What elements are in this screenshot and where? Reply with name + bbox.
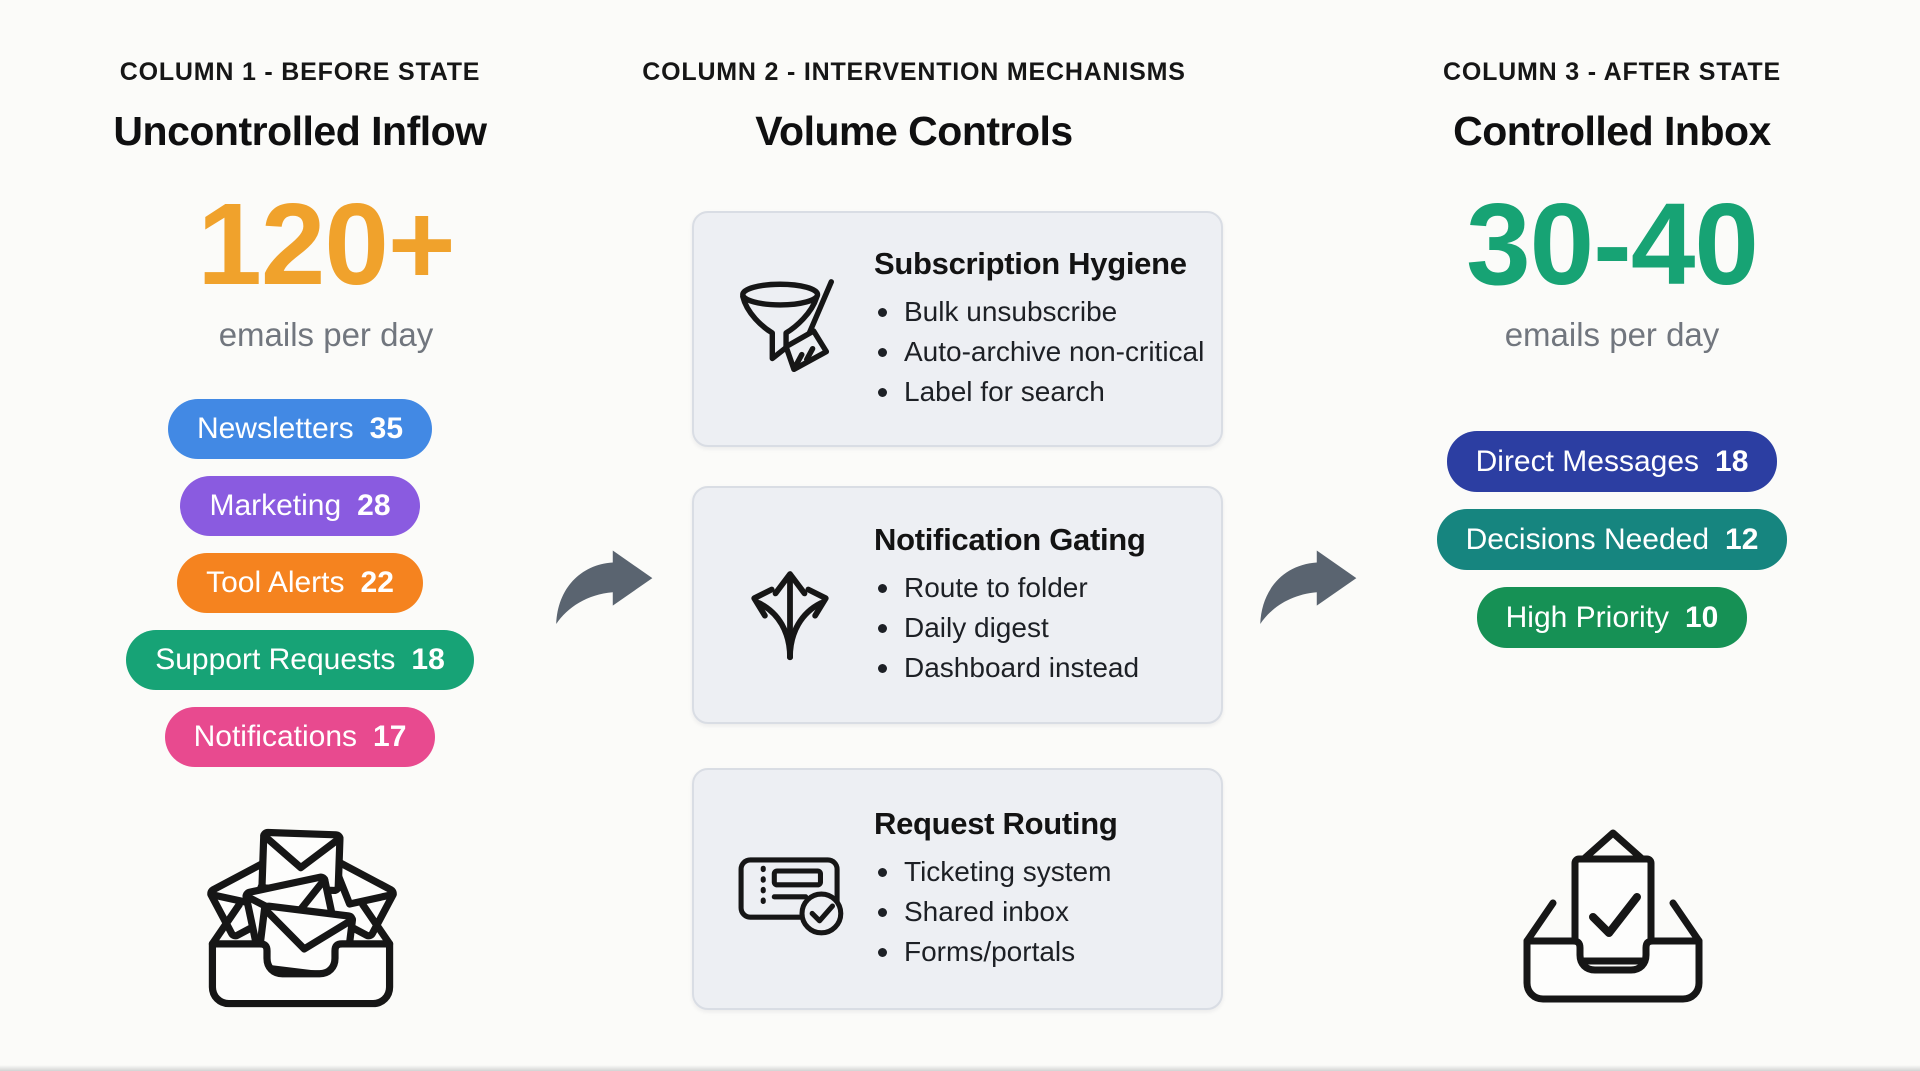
pill-direct-messages: Direct Messages 18 [1446,431,1778,492]
pill-notifications: Notifications 17 [164,707,436,767]
pill-count: 35 [369,412,404,445]
before-column-header: COLUMN 1 - BEFORE STATE Uncontrolled Inf… [0,0,600,400]
pill-count: 12 [1725,522,1759,556]
pill-newsletters: Newsletters 35 [167,399,433,459]
bullet-item: Auto-archive non-critical [874,332,1204,372]
pill-label: Newsletters [196,412,354,445]
card-subscription-hygiene: Subscription Hygiene Bulk unsubscribe Au… [692,211,1223,447]
bottom-edge-shadow [0,1065,1920,1071]
card-notification-gating: Notification Gating Route to folder Dail… [692,486,1223,724]
bullet-item: Bulk unsubscribe [874,292,1204,332]
after-metric-unit: emails per day [1504,316,1720,353]
pill-count: 18 [411,643,445,676]
card-bullets: Ticketing system Shared inbox Forms/port… [874,852,1118,972]
pill-label: Direct Messages [1475,444,1700,478]
card-title: Notification Gating [874,522,1146,557]
bullet-item: Dashboard instead [874,648,1146,688]
pill-count: 17 [373,720,407,753]
pill-marketing: Marketing 28 [180,476,420,536]
funnel-broom-icon [730,270,850,388]
pill-count: 18 [1715,444,1749,478]
bullet-item: Forms/portals [874,932,1118,972]
after-kicker: COLUMN 3 - AFTER STATE [1443,58,1781,86]
intervention-title: Volume Controls [755,108,1073,154]
after-metric-value: 30-40 [1466,179,1759,309]
bullet-item: Label for search [874,372,1204,412]
flow-arrow-left-icon [556,550,653,625]
after-pills: Direct Messages 18 Decisions Needed 12 H… [1312,431,1912,648]
pill-label: Marketing [209,489,342,522]
intervention-kicker: COLUMN 2 - INTERVENTION MECHANISMS [642,58,1186,86]
card-request-routing: Request Routing Ticketing system Shared … [692,768,1223,1010]
flow-arrow-right-icon [1260,550,1357,625]
before-metric-value: 120+ [197,179,455,309]
before-metric-block: 120+ emails per day [26,0,626,400]
bullet-item: Route to folder [874,568,1146,608]
bullet-item: Shared inbox [874,892,1118,932]
before-metric-unit: emails per day [218,316,434,353]
after-column-header: COLUMN 3 - AFTER STATE Controlled Inbox … [1312,0,1912,400]
card-bullets: Route to folder Daily digest Dashboard i… [874,568,1146,688]
inbox-check-icon [1523,829,1703,1003]
pill-count: 22 [360,566,394,599]
bullet-item: Ticketing system [874,852,1118,892]
after-title: Controlled Inbox [1453,108,1771,154]
card-title: Subscription Hygiene [874,246,1187,281]
pill-count: 10 [1685,600,1719,634]
card-bullets: Bulk unsubscribe Auto-archive non-critic… [874,292,1204,412]
intervention-column-header: COLUMN 2 - INTERVENTION MECHANISMS Volum… [614,0,1214,200]
before-kicker: COLUMN 1 - BEFORE STATE [119,58,481,86]
split-arrows-icon [730,547,850,663]
pill-label: Support Requests [155,643,396,676]
pill-label: High Priority [1505,600,1669,634]
pill-label: Notifications [193,720,358,753]
pill-count: 28 [357,489,391,522]
before-title: Uncontrolled Inflow [113,108,487,154]
before-pills: Newsletters 35 Marketing 28 Tool Alerts … [0,399,600,767]
ticket-check-icon [730,835,850,943]
pill-support-requests: Support Requests 18 [126,630,474,690]
bullet-item: Daily digest [874,608,1146,648]
pill-label: Decisions Needed [1465,522,1710,556]
pill-decisions-needed: Decisions Needed 12 [1436,509,1788,570]
pill-high-priority: High Priority 10 [1476,587,1748,648]
card-title: Request Routing [874,806,1118,841]
overflowing-inbox-icon [207,828,397,1008]
pill-label: Tool Alerts [206,566,345,599]
pill-tool-alerts: Tool Alerts 22 [177,553,423,613]
